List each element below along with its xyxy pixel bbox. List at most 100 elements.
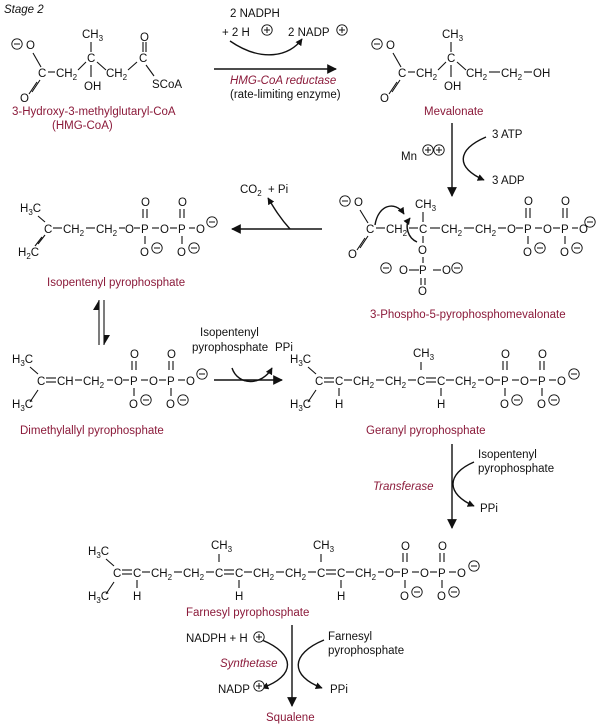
svg-text:O: O bbox=[507, 224, 516, 236]
enzyme-hmg-coa-reductase: HMG-CoA reductase bbox=[230, 75, 336, 87]
svg-text:CH2: CH2 bbox=[353, 376, 375, 390]
svg-text:O: O bbox=[380, 93, 389, 105]
svg-text:H3C: H3C bbox=[12, 399, 33, 413]
svg-text:H3C: H3C bbox=[12, 354, 33, 368]
svg-text:C: C bbox=[139, 53, 147, 65]
svg-text:O: O bbox=[354, 197, 363, 209]
cofactor-arrow bbox=[229, 38, 303, 56]
negative-charge-icon bbox=[206, 216, 218, 228]
svg-text:PPi: PPi bbox=[275, 342, 293, 354]
negative-charge-icon bbox=[534, 242, 546, 254]
svg-text:CH3: CH3 bbox=[211, 540, 233, 554]
svg-text:CH3: CH3 bbox=[442, 29, 464, 43]
svg-text:(rate-limiting enzyme): (rate-limiting enzyme) bbox=[230, 89, 341, 101]
svg-text:PPi: PPi bbox=[480, 503, 498, 515]
svg-text:C: C bbox=[235, 568, 243, 580]
svg-text:O: O bbox=[579, 224, 588, 236]
svg-text:Farnesyl: Farnesyl bbox=[328, 631, 372, 643]
svg-text:CH2: CH2 bbox=[56, 68, 78, 82]
svg-text:O: O bbox=[130, 349, 139, 361]
svg-text:CH: CH bbox=[57, 376, 74, 388]
svg-text:2 NADP: 2 NADP bbox=[288, 27, 330, 39]
step-squalene-synthetase: NADPH + H Synthetase NADP Farnesyl pyrop… bbox=[186, 625, 404, 707]
svg-text:C: C bbox=[317, 568, 325, 580]
enzyme-synthetase: Synthetase bbox=[220, 658, 278, 670]
svg-text:OH: OH bbox=[444, 81, 461, 93]
svg-text:P: P bbox=[438, 568, 446, 580]
positive-charge-icon bbox=[253, 631, 265, 643]
negative-charge-icon bbox=[411, 586, 423, 598]
svg-text:CH2: CH2 bbox=[83, 376, 105, 390]
farnesyl-pp-structure: H3C C H3C C H CH2 CH2 C CH3 C H CH2 CH2 … bbox=[88, 540, 480, 605]
svg-text:P: P bbox=[130, 376, 138, 388]
squalene-name: Squalene bbox=[266, 712, 315, 724]
svg-text:O: O bbox=[20, 93, 29, 105]
svg-text:O: O bbox=[560, 247, 569, 259]
hmg-coa-structure: O C O CH2 C CH3 OH CH2 C O SCoA bbox=[11, 29, 182, 105]
negative-charge-icon bbox=[339, 195, 351, 207]
svg-text:C: C bbox=[398, 68, 406, 80]
positive-charge-icon bbox=[336, 24, 348, 36]
negative-charge-icon bbox=[177, 394, 189, 406]
geranyl-pp-name: Geranyl pyrophosphate bbox=[366, 425, 486, 437]
svg-text:C: C bbox=[38, 68, 46, 80]
svg-text:CH2: CH2 bbox=[253, 568, 275, 582]
svg-text:C: C bbox=[37, 376, 45, 388]
cofactor-arrow bbox=[462, 136, 487, 181]
svg-text:CO2: CO2 bbox=[240, 184, 262, 198]
svg-text:O: O bbox=[485, 376, 494, 388]
negative-charge-icon bbox=[380, 262, 392, 274]
svg-text:O: O bbox=[160, 224, 169, 236]
svg-text:O: O bbox=[196, 224, 205, 236]
svg-text:H3C: H3C bbox=[88, 546, 109, 560]
negative-charge-icon bbox=[140, 394, 152, 406]
negative-charge-icon bbox=[571, 242, 583, 254]
svg-text:O: O bbox=[438, 541, 447, 553]
svg-text:OH: OH bbox=[533, 68, 550, 80]
svg-text:O: O bbox=[129, 399, 138, 411]
svg-text:O: O bbox=[141, 197, 150, 209]
step-decarboxylase: CO2 + Pi bbox=[231, 184, 322, 234]
svg-text:NADPH + H: NADPH + H bbox=[186, 633, 248, 645]
negative-charge-icon bbox=[468, 560, 480, 572]
svg-text:O: O bbox=[442, 265, 451, 277]
svg-text:C: C bbox=[315, 376, 323, 388]
stage-label: Stage 2 bbox=[4, 4, 44, 16]
svg-text:SCoA: SCoA bbox=[152, 79, 182, 91]
svg-text:pyrophosphate: pyrophosphate bbox=[192, 342, 268, 354]
negative-charge-icon bbox=[448, 586, 460, 598]
svg-text:NADP: NADP bbox=[218, 684, 250, 696]
svg-text:C: C bbox=[366, 224, 374, 236]
svg-text:O: O bbox=[399, 265, 408, 277]
phosphopyrophosphomevalonate-name: 3-Phospho-5-pyrophosphomevalonate bbox=[370, 309, 566, 321]
svg-text:O: O bbox=[523, 247, 532, 259]
svg-text:P: P bbox=[419, 265, 427, 277]
svg-text:CH3: CH3 bbox=[82, 29, 104, 43]
negative-charge-icon bbox=[151, 242, 163, 254]
svg-text:O: O bbox=[400, 591, 409, 603]
svg-text:C: C bbox=[133, 568, 141, 580]
cofactor-arrow bbox=[231, 367, 273, 383]
svg-text:O: O bbox=[385, 568, 394, 580]
geranyl-pp-structure: H3C C H3C C H CH2 CH2 C CH3 C H CH2 O P … bbox=[290, 348, 580, 413]
svg-text:CH2: CH2 bbox=[501, 68, 523, 82]
isopentenyl-pp-structure: H3C C H2C CH2 CH2 O P O O O P O O O bbox=[18, 197, 218, 261]
electron-push-arrow bbox=[374, 205, 405, 226]
step-hmg-coa-reductase: 2 NADPH + 2 H 2 NADP HMG-CoA reductase (… bbox=[214, 8, 348, 101]
step-kinase: 3 ATP Mn 3 ADP bbox=[401, 123, 525, 197]
svg-text:O: O bbox=[520, 376, 529, 388]
svg-text:C: C bbox=[215, 568, 223, 580]
svg-text:O: O bbox=[186, 376, 195, 388]
svg-text:O: O bbox=[457, 568, 466, 580]
negative-charge-icon bbox=[511, 394, 523, 406]
svg-text:pyrophosphate: pyrophosphate bbox=[328, 645, 404, 657]
svg-text:H: H bbox=[437, 399, 445, 411]
svg-text:CH3: CH3 bbox=[415, 199, 437, 213]
mevalonate-structure: O C O CH2 C CH3 OH CH2 CH2 OH bbox=[371, 29, 550, 105]
svg-text:O: O bbox=[177, 247, 186, 259]
svg-text:CH2: CH2 bbox=[355, 568, 377, 582]
negative-charge-icon bbox=[451, 262, 463, 274]
svg-text:+ Pi: + Pi bbox=[268, 184, 288, 196]
dimethylallyl-pp-name: Dimethylallyl pyrophosphate bbox=[20, 425, 164, 437]
